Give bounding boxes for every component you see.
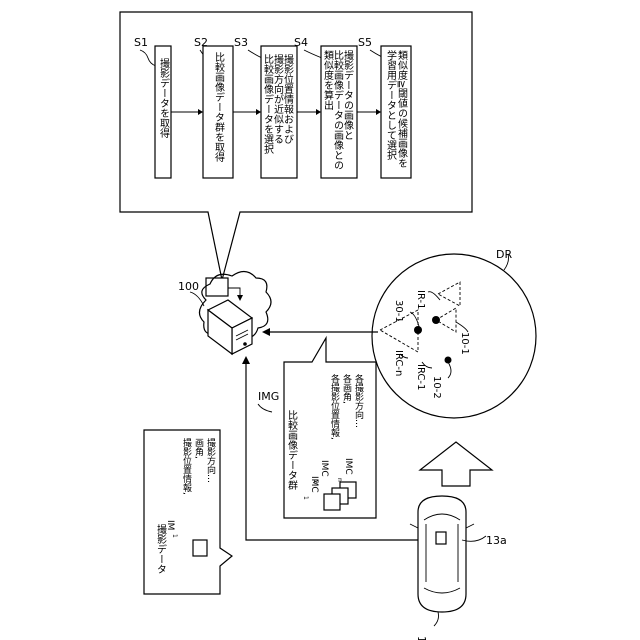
capture-title: 撮影データ [155, 523, 167, 574]
step-s2-text: 比較画像データ群を取得 [213, 52, 225, 162]
vehicle-label: 10-1 [415, 636, 428, 640]
img-detail-1: 各撮影位置情報, [329, 373, 340, 440]
imc2-sub: 2 [312, 480, 319, 484]
car-icon [418, 496, 466, 612]
map-region: DR 30-1 IR-1 10-1 10-2 IRC-n IRC-1 [372, 248, 536, 418]
imc1-sub: 1 [302, 496, 309, 500]
irc-1-label: IRC-1 [415, 364, 426, 390]
map-to-server-arrow [262, 328, 378, 336]
imc2-label: IMC [319, 460, 329, 477]
transition-arrow-icon [420, 442, 492, 486]
step-s4-text-1: 撮影データの画像と [342, 49, 354, 140]
step-s5-text-2: 学習用データとして選択 [385, 49, 397, 161]
capture-image [193, 540, 207, 556]
im1-label: IM [165, 520, 175, 530]
flowchart-panel: S1 撮影データを取得 S2 比較画像データ群を取得 S3 撮影位置情報および … [120, 12, 472, 280]
step-s5-text-1: 類似度≧閾値の候補画像を [396, 50, 408, 169]
step-s1-text: 撮影データを取得 [158, 57, 170, 138]
capture-detail-2: 画角, [193, 438, 204, 459]
vehicle-a-point [432, 316, 440, 324]
imcn-label: IMC [343, 458, 353, 475]
ir-cone [438, 282, 460, 306]
img-detail-3: 各撮影方向… [353, 373, 364, 428]
step-s3-text-2: 撮影方向が近似する [272, 53, 284, 144]
capture-detail-1: 撮影位置情報, [181, 437, 192, 495]
im1-sub: 1 [171, 534, 178, 538]
vehicle: 13a 10-1 [410, 496, 507, 640]
capture-data-panel: 撮影データ IM 1 撮影位置情報, 画角, 撮影方向… [144, 430, 232, 594]
target-point [414, 326, 422, 334]
target-label: 30-1 [393, 300, 404, 323]
capture-detail-3: 撮影方向… [205, 437, 216, 483]
server: 100 [178, 271, 271, 354]
comparison-image-1 [324, 494, 340, 510]
imc1-label: IMC [309, 476, 319, 493]
img-tag: IMG [258, 390, 279, 403]
camera-icon [436, 532, 446, 544]
step-s5-label: S5 [358, 36, 372, 49]
vehicle-a-label: 10-1 [459, 332, 470, 355]
imcn-sub: n [336, 478, 343, 482]
img-detail-2: 各画角, [341, 373, 352, 404]
step-s4-text-2: 比較画像データの画像との [332, 50, 344, 170]
vehicle-b-label: 10-2 [431, 376, 442, 399]
comparison-image-panel: IMG 比較画像データ群 IMC 1 IMC 2 IMC n 各撮影位置情報, … [258, 338, 376, 518]
step-s3-text-3: 比較画像データを選択 [262, 54, 274, 155]
img-title: 比較画像データ群 [286, 410, 298, 491]
ir-label: IR-1 [415, 290, 426, 309]
step-s4-label: S4 [294, 36, 308, 49]
irc-n-label: IRC-n [393, 350, 404, 376]
step-s4-text-3: 類似度を算出 [322, 50, 334, 110]
camera-label: 13a [486, 534, 507, 547]
map-circle [372, 254, 536, 418]
server-storage-box [206, 278, 228, 296]
step-s3-label: S3 [234, 36, 248, 49]
step-s3-text-1: 撮影位置情報および [282, 53, 294, 144]
server-icon [208, 300, 252, 354]
step-s1-label: S1 [134, 36, 148, 49]
map-tag: DR [496, 248, 512, 261]
server-label: 100 [178, 280, 199, 293]
